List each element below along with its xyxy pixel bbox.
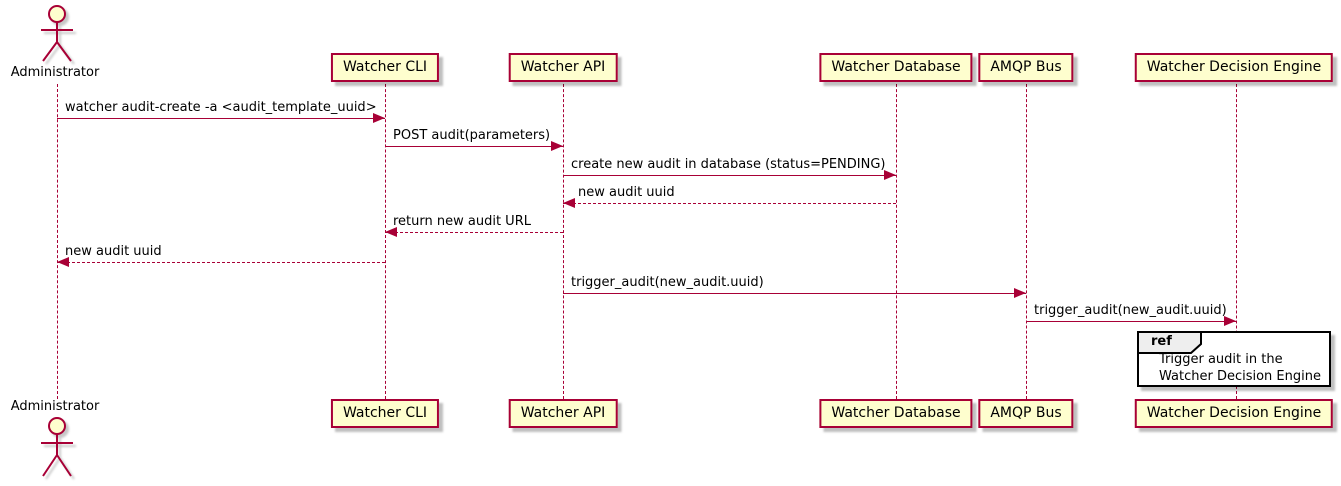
participant-box-watcher-decision-engine-top: Watcher Decision Engine <box>1134 53 1334 82</box>
participant-box-watcher-cli-top: Watcher CLI <box>330 53 440 82</box>
message-line-2 <box>385 146 563 147</box>
arrowhead-icon <box>57 257 69 267</box>
arrowhead-icon <box>373 113 385 123</box>
message-label-6: new audit uuid <box>65 244 162 259</box>
arrowhead-icon <box>551 141 563 151</box>
ref-fragment: ref Trigger audit in the Watcher Decisio… <box>1137 331 1331 387</box>
message-label-4: new audit uuid <box>578 185 675 200</box>
arrowhead-icon <box>385 227 397 237</box>
message-line-3 <box>563 175 896 176</box>
lifeline-watcher-cli <box>385 79 386 399</box>
lifeline-administrator <box>57 84 58 399</box>
message-label-2: POST audit(parameters) <box>393 128 551 143</box>
participant-box-watcher-api-bottom: Watcher API <box>508 399 618 428</box>
arrowhead-icon <box>884 170 896 180</box>
message-label-5: return new audit URL <box>393 214 531 229</box>
message-label-1: watcher audit-create -a <audit_template_… <box>65 100 377 115</box>
participant-box-watcher-decision-engine-bottom: Watcher Decision Engine <box>1134 399 1334 428</box>
participant-box-watcher-database-top: Watcher Database <box>819 53 973 82</box>
arrowhead-icon <box>1014 288 1026 298</box>
message-line-7 <box>563 293 1026 294</box>
message-line-4 <box>563 203 896 204</box>
message-label-3: create new audit in database (status=PEN… <box>571 157 886 172</box>
lifeline-watcher-database <box>896 79 897 399</box>
participant-box-watcher-api-top: Watcher API <box>508 53 618 82</box>
participant-box-watcher-database-bottom: Watcher Database <box>819 399 973 428</box>
message-label-7: trigger_audit(new_audit.uuid) <box>571 275 764 290</box>
actor-icon <box>41 5 73 62</box>
participant-box-amqp-bus-bottom: AMQP Bus <box>978 399 1074 428</box>
actor-label-top: Administrator <box>10 65 100 80</box>
message-line-6 <box>57 262 385 263</box>
lifeline-watcher-decision-engine <box>1236 79 1237 399</box>
arrowhead-icon <box>1224 316 1236 326</box>
lifeline-amqp-bus <box>1026 79 1027 399</box>
participant-box-amqp-bus-top: AMQP Bus <box>978 53 1074 82</box>
actor-icon <box>41 417 73 477</box>
lifeline-watcher-api <box>563 79 564 399</box>
ref-keyword: ref <box>1151 334 1172 349</box>
message-line-1 <box>57 118 385 119</box>
message-line-5 <box>385 232 563 233</box>
participant-box-watcher-cli-bottom: Watcher CLI <box>330 399 440 428</box>
actor-label-bottom: Administrator <box>10 399 100 414</box>
ref-text-line2: Watcher Decision Engine <box>1159 369 1321 384</box>
ref-tag-icon <box>1137 331 1202 354</box>
arrowhead-icon <box>563 198 575 208</box>
message-label-8: trigger_audit(new_audit.uuid) <box>1034 303 1227 318</box>
ref-text-line1: Trigger audit in the <box>1159 352 1283 367</box>
message-line-8 <box>1026 321 1236 322</box>
